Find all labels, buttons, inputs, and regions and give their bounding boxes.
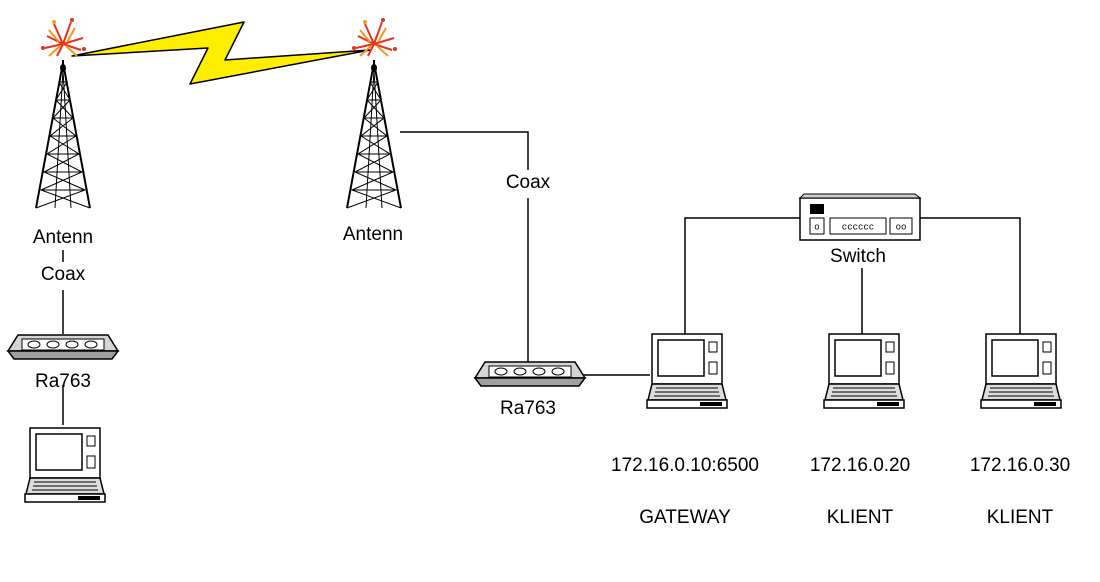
client1-ip-label: 172.16.0.20 <box>809 455 911 476</box>
switch-ports-label: cccccc <box>842 223 874 233</box>
laptop-computer-icon <box>823 333 905 409</box>
modem-icon <box>7 334 119 360</box>
laptop-computer-icon <box>646 333 728 409</box>
network-switch-icon: cccccc oo o <box>798 193 922 241</box>
lightning-bolt-icon <box>71 21 371 85</box>
signal-flare-icon <box>40 17 87 57</box>
gateway-role-label: GATEWAY <box>639 507 731 528</box>
coax-label-left: Coax <box>40 264 86 285</box>
antenna-label-left: Antenn <box>32 227 94 248</box>
connection-lines <box>62 131 1021 425</box>
switch-label: Switch <box>830 246 886 267</box>
modem-label-left: Ra763 <box>35 371 91 392</box>
modem-icon <box>474 361 586 387</box>
client2-role-label: KLIENT <box>986 507 1054 528</box>
switch-to-gateway-line <box>684 217 805 334</box>
switch-to-client2-line <box>917 217 1021 334</box>
laptop-computer-icon <box>24 427 106 503</box>
laptop-computer-icon <box>980 333 1062 409</box>
gateway-ip-label: 172.16.0.10:6500 <box>611 455 759 476</box>
modem-label-right: Ra763 <box>500 398 556 419</box>
client1-role-label: KLIENT <box>826 507 894 528</box>
switch-console-label: o <box>814 223 819 233</box>
coax-line-right <box>400 131 529 170</box>
coax-label-right: Coax <box>505 172 551 193</box>
switch-uplink-label: oo <box>896 223 907 233</box>
antenna-label-right: Antenn <box>342 224 404 245</box>
client2-ip-label: 172.16.0.30 <box>969 455 1071 476</box>
radio-tower-icon <box>35 59 91 209</box>
radio-tower-icon <box>346 59 402 209</box>
